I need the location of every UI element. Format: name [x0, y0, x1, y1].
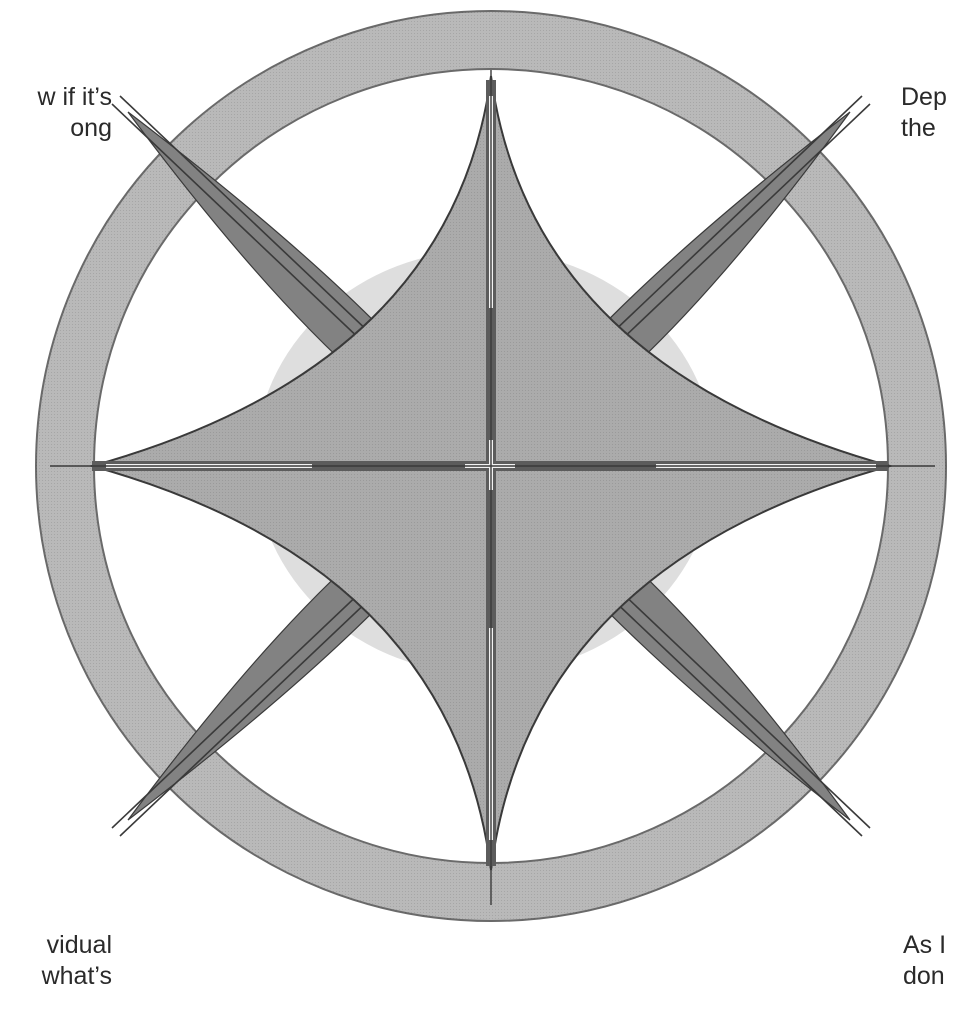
- compass-rose-diagram: [0, 0, 953, 929]
